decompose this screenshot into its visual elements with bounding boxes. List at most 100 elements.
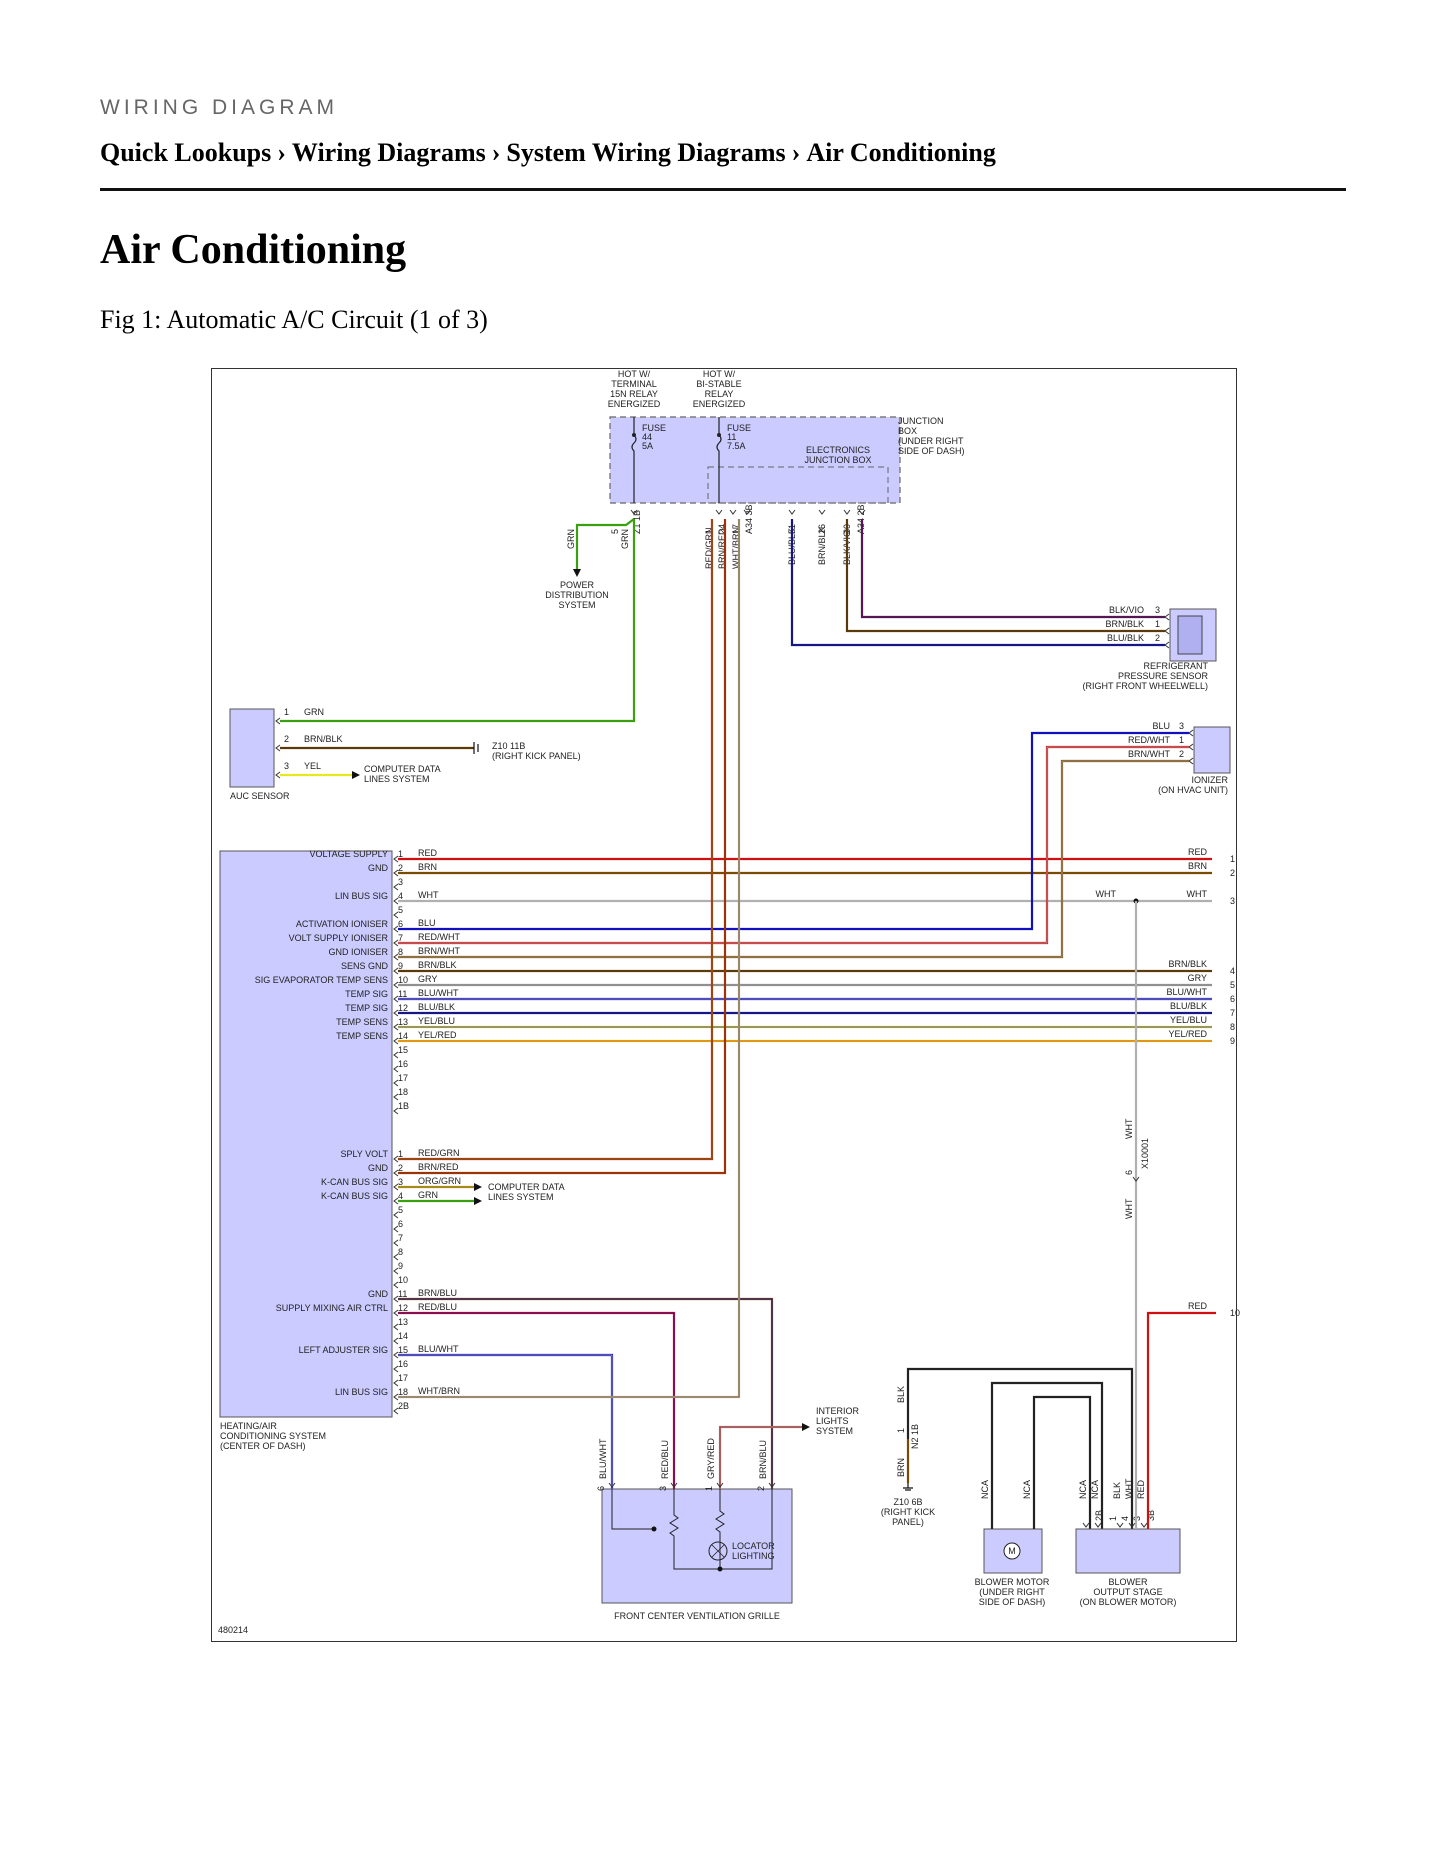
motor-icon (1003, 1542, 1021, 1560)
wire-red-blu-stripe (398, 1312, 675, 1489)
connector-pin (393, 1183, 399, 1191)
auc-pin-label: 2 (284, 734, 289, 744)
wire-label: WHT/BRN (731, 527, 741, 569)
fuse-11-label: FUSE (727, 423, 751, 433)
hvac-right-pin-label: 3 (1230, 896, 1235, 906)
grille-pin-label: 3 (658, 1486, 668, 1491)
hvac-right-wire-label: BRN (1188, 861, 1207, 871)
breadcrumb-system-wiring-diagrams[interactable]: System Wiring Diagrams (506, 138, 786, 167)
refrigerant-pin-label: 3 (1155, 605, 1160, 615)
connector-pin (858, 509, 866, 515)
wire-ionizer (398, 731, 1189, 931)
refrigerant-wire-label: BLK/VIO (1109, 605, 1144, 615)
connector-pin (393, 897, 399, 905)
connector-pin (818, 509, 826, 515)
hvac-right-wire-label: BLU/BLK (1170, 1001, 1207, 1011)
hvac-right-pin-label: 8 (1230, 1022, 1235, 1032)
hvac-conn1-function: GND IONISER (328, 947, 388, 957)
wire-ionizer (398, 745, 1189, 945)
connector-pin (275, 744, 281, 752)
breadcrumb-quick-lookups[interactable]: Quick Lookups (100, 138, 272, 167)
arrow-down-icon (573, 569, 581, 577)
wire-auc-grn (280, 519, 636, 723)
electronics-junction-box (707, 466, 889, 504)
wire-red-blu (398, 1311, 676, 1489)
connector-pin (393, 1281, 399, 1289)
hvac-conn2-pin: 5 (398, 1205, 403, 1215)
hvac-label: (CENTER OF DASH) (220, 1441, 306, 1451)
hvac-conn1-pin: 8 (398, 947, 403, 957)
front-center-ventilation-grille (601, 1488, 793, 1604)
ground-z10-6b-label: PANEL) (892, 1517, 924, 1527)
breadcrumb-air-conditioning[interactable]: Air Conditioning (806, 138, 996, 167)
power-distribution-label: DISTRIBUTION (545, 590, 609, 600)
ionizer-wire-label: RED/WHT (1128, 735, 1170, 745)
auc-ground-label: Z10 11B (492, 741, 525, 751)
electronics-junction-box-label: ELECTRONICS (806, 445, 870, 455)
hot-label-terminal15n: 15N RELAY (610, 389, 658, 399)
fuse-11-label: 11 (727, 432, 736, 442)
hvac-conn1-wire-label: BRN/WHT (418, 946, 460, 956)
hvac-conn2-pin: 16 (398, 1359, 408, 1369)
junction-box (609, 416, 901, 504)
motor-symbol: M (1008, 1546, 1016, 1556)
hvac-conn2-pin: 8 (398, 1247, 403, 1257)
hvac-conn1-pin: 14 (398, 1031, 408, 1041)
fuse-44-label: FUSE (642, 423, 666, 433)
hvac-computer-data-label: COMPUTER DATA (488, 1182, 565, 1192)
hvac-conn1-pin: 12 (398, 1003, 408, 1013)
hvac-conn2-wire-label: ORG/GRN (418, 1176, 461, 1186)
hvac-conn1-pin: 7 (398, 933, 403, 943)
wire-blu-blk-stripe (791, 519, 1165, 646)
hvac-conn2-function: LIN BUS SIG (335, 1387, 388, 1397)
hvac-conn2-pin: 14 (398, 1331, 408, 1341)
hvac-conn1-function: VOLT SUPPLY IONISER (289, 933, 389, 943)
hvac-right-wire-label: WHT (1187, 889, 1208, 899)
hvac-conn2-pin: 3 (398, 1177, 403, 1187)
hvac-conn1-pin: 4 (398, 891, 403, 901)
hvac-conn1-pin: 10 (398, 975, 408, 985)
wire-gry-red-stripe (719, 1426, 802, 1489)
wire-label: RED/GRN (704, 527, 714, 569)
splice-dot (651, 1526, 657, 1532)
hvac-conn2-pin: 1 (398, 1149, 403, 1159)
hvac-conn1-wire-label: BLU/WHT (418, 988, 459, 998)
hvac-right-wire-label: BLU/WHT (1167, 987, 1208, 997)
breadcrumb-separator: › (277, 138, 286, 167)
connector-pin (393, 1065, 399, 1073)
fuse-44-label: 5A (642, 441, 653, 451)
ground-z10-6b-label: Z10 6B (893, 1497, 922, 1507)
electronics-junction-box-label: JUNCTION BOX (804, 455, 871, 465)
locator-lamp-icon (711, 1544, 725, 1558)
figure-caption: Fig 1: Automatic A/C Circuit (1 of 3) (100, 305, 488, 334)
connector-pin (393, 1239, 399, 1247)
blower-motor-label: (UNDER RIGHT (979, 1587, 1045, 1597)
connector-pin (393, 1323, 399, 1331)
hvac-conn2-pin: 4 (398, 1191, 403, 1201)
hvac-label: HEATING/AIR (220, 1421, 277, 1431)
breadcrumb-wiring-diagrams[interactable]: Wiring Diagrams (291, 138, 486, 167)
wire-label: BLK (896, 1386, 906, 1403)
interior-lights-label: SYSTEM (816, 1426, 853, 1436)
connector-pin (1188, 743, 1194, 751)
connector-pin (393, 1107, 399, 1115)
hvac-right-pin-label: 6 (1230, 994, 1235, 1004)
connector-pin (393, 995, 399, 1003)
hot-label-bistable: HOT W/ (703, 369, 736, 379)
hot-label-terminal15n: ENERGIZED (608, 399, 661, 409)
ionizer-pin-label: 3 (1179, 721, 1184, 731)
connector-pin (393, 869, 399, 877)
hvac-conn2-pin: 2 (398, 1163, 403, 1173)
connector-pin (393, 911, 399, 919)
wire-label: WHT (1124, 1478, 1134, 1499)
wire-grn-power (575, 518, 635, 569)
power-distribution-label: SYSTEM (558, 600, 595, 610)
locator-lighting-label: LIGHTING (732, 1551, 775, 1561)
junction-box-pin: Z1 1B (632, 510, 642, 534)
hvac-conn1-wire-label: BRN/BLK (418, 960, 457, 970)
wire-red-10 (1146, 1311, 1216, 1529)
junction-box-pin: 26 (817, 524, 827, 534)
grille-internal-wire (611, 1489, 654, 1530)
hvac-conn1-wire-label: BLU (418, 918, 436, 928)
hvac-conn2-pin: 10 (398, 1275, 408, 1285)
